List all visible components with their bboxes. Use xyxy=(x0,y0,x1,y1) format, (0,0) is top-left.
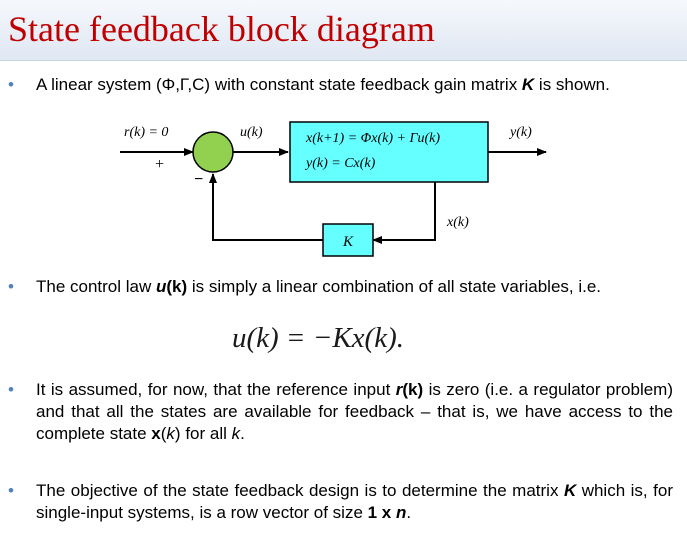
output-equation: y(k) = Cx(k) xyxy=(304,156,376,171)
state-label: x(k) xyxy=(446,215,469,230)
feedback-return-line xyxy=(209,173,323,241)
block-diagram: r(k) = 0 + − u(k) x(k+1) = Φx(k) + Γu(k)… xyxy=(120,121,547,257)
minus-sign: − xyxy=(194,171,203,188)
title-bar: State feedback block diagram xyxy=(0,0,687,61)
reference-label: r(k) = 0 xyxy=(124,125,168,140)
bullet-marker: • xyxy=(8,75,14,94)
plus-sign: + xyxy=(155,156,164,173)
summing-junction xyxy=(192,131,234,173)
bullet-marker: • xyxy=(8,481,14,500)
state-feedback-line xyxy=(372,182,436,244)
bullet-3-text: It is assumed, for now, that the referen… xyxy=(36,380,674,443)
slide-title: State feedback block diagram xyxy=(8,9,435,49)
bullet-marker: • xyxy=(8,277,14,296)
bullet-1-text: A linear system (Φ,Γ,C) with constant st… xyxy=(36,75,610,94)
bullet-4-text: The objective of the state feedback desi… xyxy=(36,481,673,522)
state-equation: x(k+1) = Φx(k) + Γu(k) xyxy=(305,131,440,146)
control-label: u(k) xyxy=(240,125,263,140)
gain-label: K xyxy=(342,234,354,250)
gain-block xyxy=(322,223,374,257)
output-label: y(k) xyxy=(508,125,532,140)
bullet-marker: • xyxy=(8,380,14,399)
control-law-equation: u(k) = −Kx(k). xyxy=(232,322,404,354)
system-block xyxy=(289,121,489,183)
bullet-2-text: The control law u(k) is simply a linear … xyxy=(36,277,602,296)
